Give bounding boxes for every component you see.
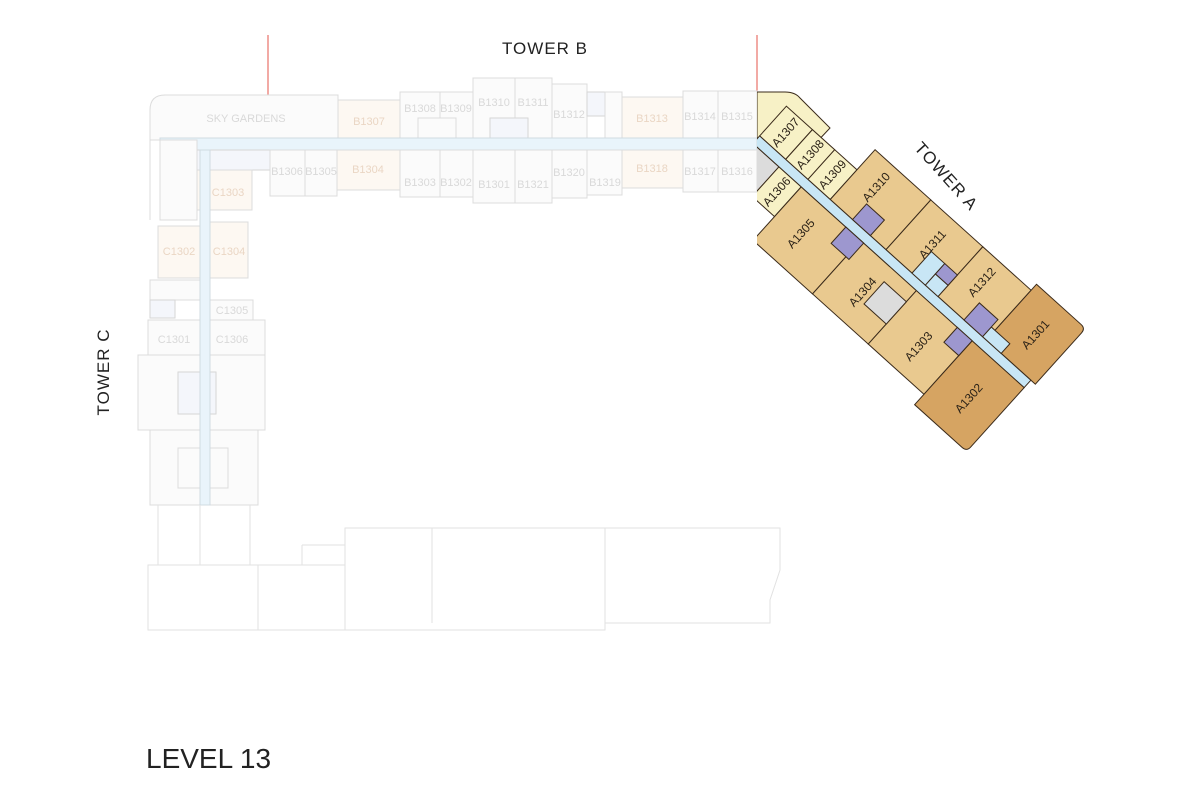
core-b-small	[586, 91, 606, 117]
unit-label: C1305	[216, 305, 248, 317]
unit-label: C1306	[216, 334, 248, 346]
unit-a1301[interactable]	[985, 283, 1085, 385]
unit-a1302[interactable]	[913, 340, 1025, 452]
tower-c-label: TOWER C	[94, 329, 113, 416]
level-label: LEVEL 13	[146, 743, 271, 774]
unit-label: C1303	[212, 187, 244, 199]
unit-b1305[interactable]	[304, 149, 338, 197]
unit-b1319[interactable]	[586, 149, 623, 196]
unit-b1307[interactable]	[337, 99, 401, 141]
unit-label: C1302	[163, 246, 195, 258]
unit-label: B1311	[518, 97, 549, 109]
service-room-2	[863, 280, 908, 325]
unit-label: B1310	[478, 97, 510, 109]
tower-b: SKY GARDENS B1307 B1308 B1309 B1310 B	[149, 77, 758, 220]
unit-label: C1301	[158, 334, 190, 346]
corridor-c	[199, 149, 211, 506]
unit-label: B1318	[636, 163, 668, 175]
unit-label: B1319	[589, 177, 621, 189]
unit-b1316[interactable]	[717, 149, 758, 193]
unit-label: C1304	[213, 246, 245, 258]
unit-label: B1304	[352, 164, 384, 176]
unit-label: B1301	[478, 179, 510, 191]
unit-label: B1320	[553, 167, 585, 179]
unit-b1306[interactable]	[269, 149, 306, 197]
unit-b1317[interactable]	[682, 149, 719, 193]
unit-label: B1308	[404, 103, 436, 115]
unit-c1301[interactable]	[147, 319, 201, 356]
unit-label: B1313	[636, 113, 668, 125]
unit-label: B1302	[440, 177, 472, 189]
unit-c1304[interactable]	[209, 221, 249, 279]
unit-label: B1312	[553, 109, 585, 121]
corridor-b	[159, 137, 758, 151]
unit-b1302[interactable]	[439, 149, 474, 198]
unit-label: B1306	[271, 166, 303, 178]
tower-c: C1303 C1302 C1304 C1305 C1301 C1306	[137, 139, 266, 506]
unit-b1321[interactable]	[514, 149, 553, 204]
tower-b-label: TOWER B	[502, 39, 588, 58]
corridor-a	[757, 135, 1032, 389]
unit-label: B1316	[721, 166, 753, 178]
stair-b	[604, 91, 623, 141]
unit-label: B1305	[305, 166, 337, 178]
tower-a: A1307 A1308 A1309 A1310 A1311 A1312 A130…	[757, 91, 1085, 452]
core-a-5	[943, 326, 973, 357]
unit-b1304[interactable]	[336, 149, 401, 191]
unit-label: B1307	[353, 116, 385, 128]
unit-b1301[interactable]	[472, 149, 516, 204]
unit-label: B1309	[440, 103, 472, 115]
stair-c	[159, 139, 198, 221]
podium	[147, 505, 781, 631]
unit-label: B1317	[684, 166, 716, 178]
core-a-2	[830, 226, 865, 261]
core-a-1	[851, 203, 886, 237]
lobby-c	[149, 279, 201, 301]
unit-b1303[interactable]	[399, 149, 441, 198]
stair-a-2	[924, 273, 949, 298]
core-a-4	[963, 302, 999, 338]
unit-label: B1315	[721, 111, 753, 123]
sky-gardens-label: SKY GARDENS	[206, 113, 285, 125]
unit-c1302[interactable]	[157, 225, 201, 279]
unit-label: B1321	[517, 179, 549, 191]
unit-label: B1314	[684, 111, 716, 123]
unit-label: B1303	[404, 177, 436, 189]
core-c-small	[149, 299, 176, 319]
